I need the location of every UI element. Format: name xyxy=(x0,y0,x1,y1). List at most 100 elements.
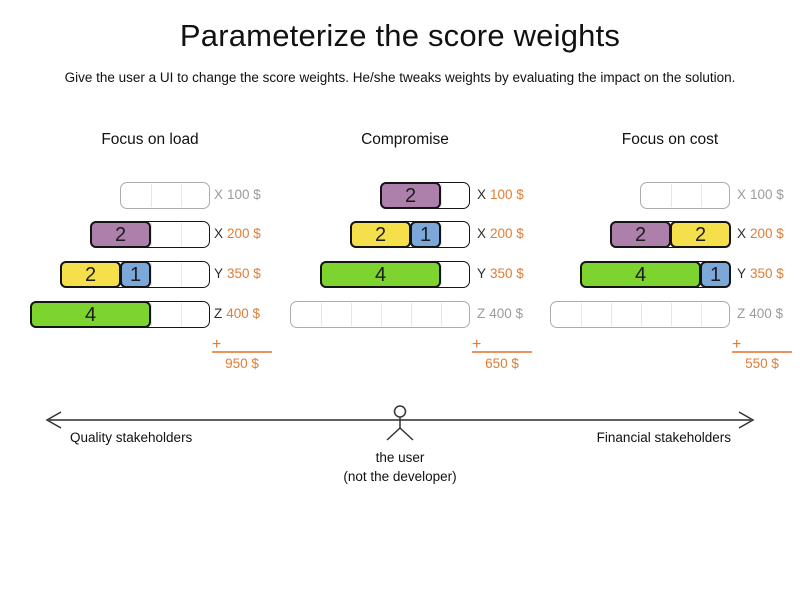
weight-track-focus-on-cost-z-3 xyxy=(550,301,730,328)
unit-divider xyxy=(151,184,152,207)
sum-line xyxy=(472,351,532,353)
block-value: 2 xyxy=(694,223,707,246)
process-block-blue: 1 xyxy=(120,261,151,288)
weight-track-focus-on-cost-x-0 xyxy=(640,182,730,209)
weight-track-compromise-z-3 xyxy=(290,301,470,328)
resource-letter: X xyxy=(737,187,747,202)
unit-divider xyxy=(351,303,352,326)
resource-cost: 400 $ xyxy=(489,306,524,321)
resource-cost: 100 $ xyxy=(227,187,261,202)
resource-letter: X xyxy=(477,226,487,241)
block-value: 4 xyxy=(634,263,647,286)
axis-label-financial: Financial stakeholders xyxy=(596,430,731,445)
unit-divider xyxy=(411,303,412,326)
unit-divider xyxy=(181,303,182,326)
unit-divider xyxy=(441,263,442,286)
process-block-purple: 2 xyxy=(610,221,671,248)
total-cost-focus-on-cost: 550 $ xyxy=(745,356,779,371)
process-block-green: 4 xyxy=(580,261,701,288)
block-value: 1 xyxy=(709,263,722,286)
slide-title: Parameterize the score weights xyxy=(179,18,621,53)
unit-divider xyxy=(441,303,442,326)
plus-sign: + xyxy=(212,336,222,353)
unit-divider xyxy=(151,223,152,246)
unit-divider xyxy=(151,263,152,286)
unit-divider xyxy=(181,263,182,286)
process-block-blue: 1 xyxy=(700,261,731,288)
resource-letter: Y xyxy=(477,266,487,281)
sum-line xyxy=(732,351,792,353)
plus-sign: + xyxy=(472,336,482,353)
weight-track-focus-on-load-x-1: 2 xyxy=(90,221,210,248)
process-block-purple: 2 xyxy=(380,182,441,209)
unit-divider xyxy=(581,303,582,326)
plus-sign: + xyxy=(732,336,742,353)
resource-cost: 350 $ xyxy=(750,266,784,281)
total-cost-focus-on-load: 950 $ xyxy=(225,356,259,371)
weight-track-focus-on-load-x-0 xyxy=(120,182,210,209)
unit-divider xyxy=(181,184,182,207)
resource-letter: Y xyxy=(737,266,747,281)
unit-divider xyxy=(321,303,322,326)
resource-letter: Y xyxy=(214,266,224,281)
resource-letter: X xyxy=(214,226,224,241)
process-block-purple: 2 xyxy=(90,221,151,248)
block-value: 1 xyxy=(129,263,142,286)
process-block-green: 4 xyxy=(30,301,151,328)
axis-label-quality: Quality stakeholders xyxy=(70,430,193,445)
column-title-focus-on-load: Focus on load xyxy=(101,131,199,148)
resource-letter: X xyxy=(737,226,747,241)
arrowhead-right-icon xyxy=(738,411,755,429)
block-value: 2 xyxy=(374,223,387,246)
stakeholder-axis xyxy=(45,405,755,441)
column-title-focus-on-cost: Focus on cost xyxy=(621,131,719,148)
process-block-yellow: 2 xyxy=(670,221,731,248)
unit-divider xyxy=(151,303,152,326)
resource-cost: 200 $ xyxy=(750,226,784,241)
block-value: 4 xyxy=(374,263,387,286)
resource-cost: 400 $ xyxy=(226,306,261,321)
resource-letter: Z xyxy=(214,306,223,321)
unit-divider xyxy=(441,223,442,246)
unit-divider xyxy=(641,303,642,326)
unit-divider xyxy=(701,184,702,207)
block-value: 1 xyxy=(419,223,432,246)
resource-cost: 200 $ xyxy=(490,226,524,241)
resource-cost: 350 $ xyxy=(227,266,261,281)
unit-divider xyxy=(441,184,442,207)
axis-label-not-developer: (not the developer) xyxy=(343,469,457,484)
resource-cost: 400 $ xyxy=(749,306,784,321)
unit-divider xyxy=(701,303,702,326)
unit-divider xyxy=(611,303,612,326)
sum-line xyxy=(212,351,272,353)
slide-subtitle: Give the user a UI to change the score w… xyxy=(64,70,736,85)
block-value: 2 xyxy=(114,223,127,246)
resource-cost: 100 $ xyxy=(490,187,524,202)
weight-track-compromise-x-0: 2 xyxy=(380,182,470,209)
unit-divider xyxy=(671,184,672,207)
resource-letter: X xyxy=(477,187,487,202)
unit-divider xyxy=(381,303,382,326)
resource-letter: X xyxy=(214,187,224,202)
unit-divider xyxy=(181,223,182,246)
block-value: 2 xyxy=(404,184,417,207)
process-block-blue: 1 xyxy=(410,221,441,248)
process-block-green: 4 xyxy=(320,261,441,288)
